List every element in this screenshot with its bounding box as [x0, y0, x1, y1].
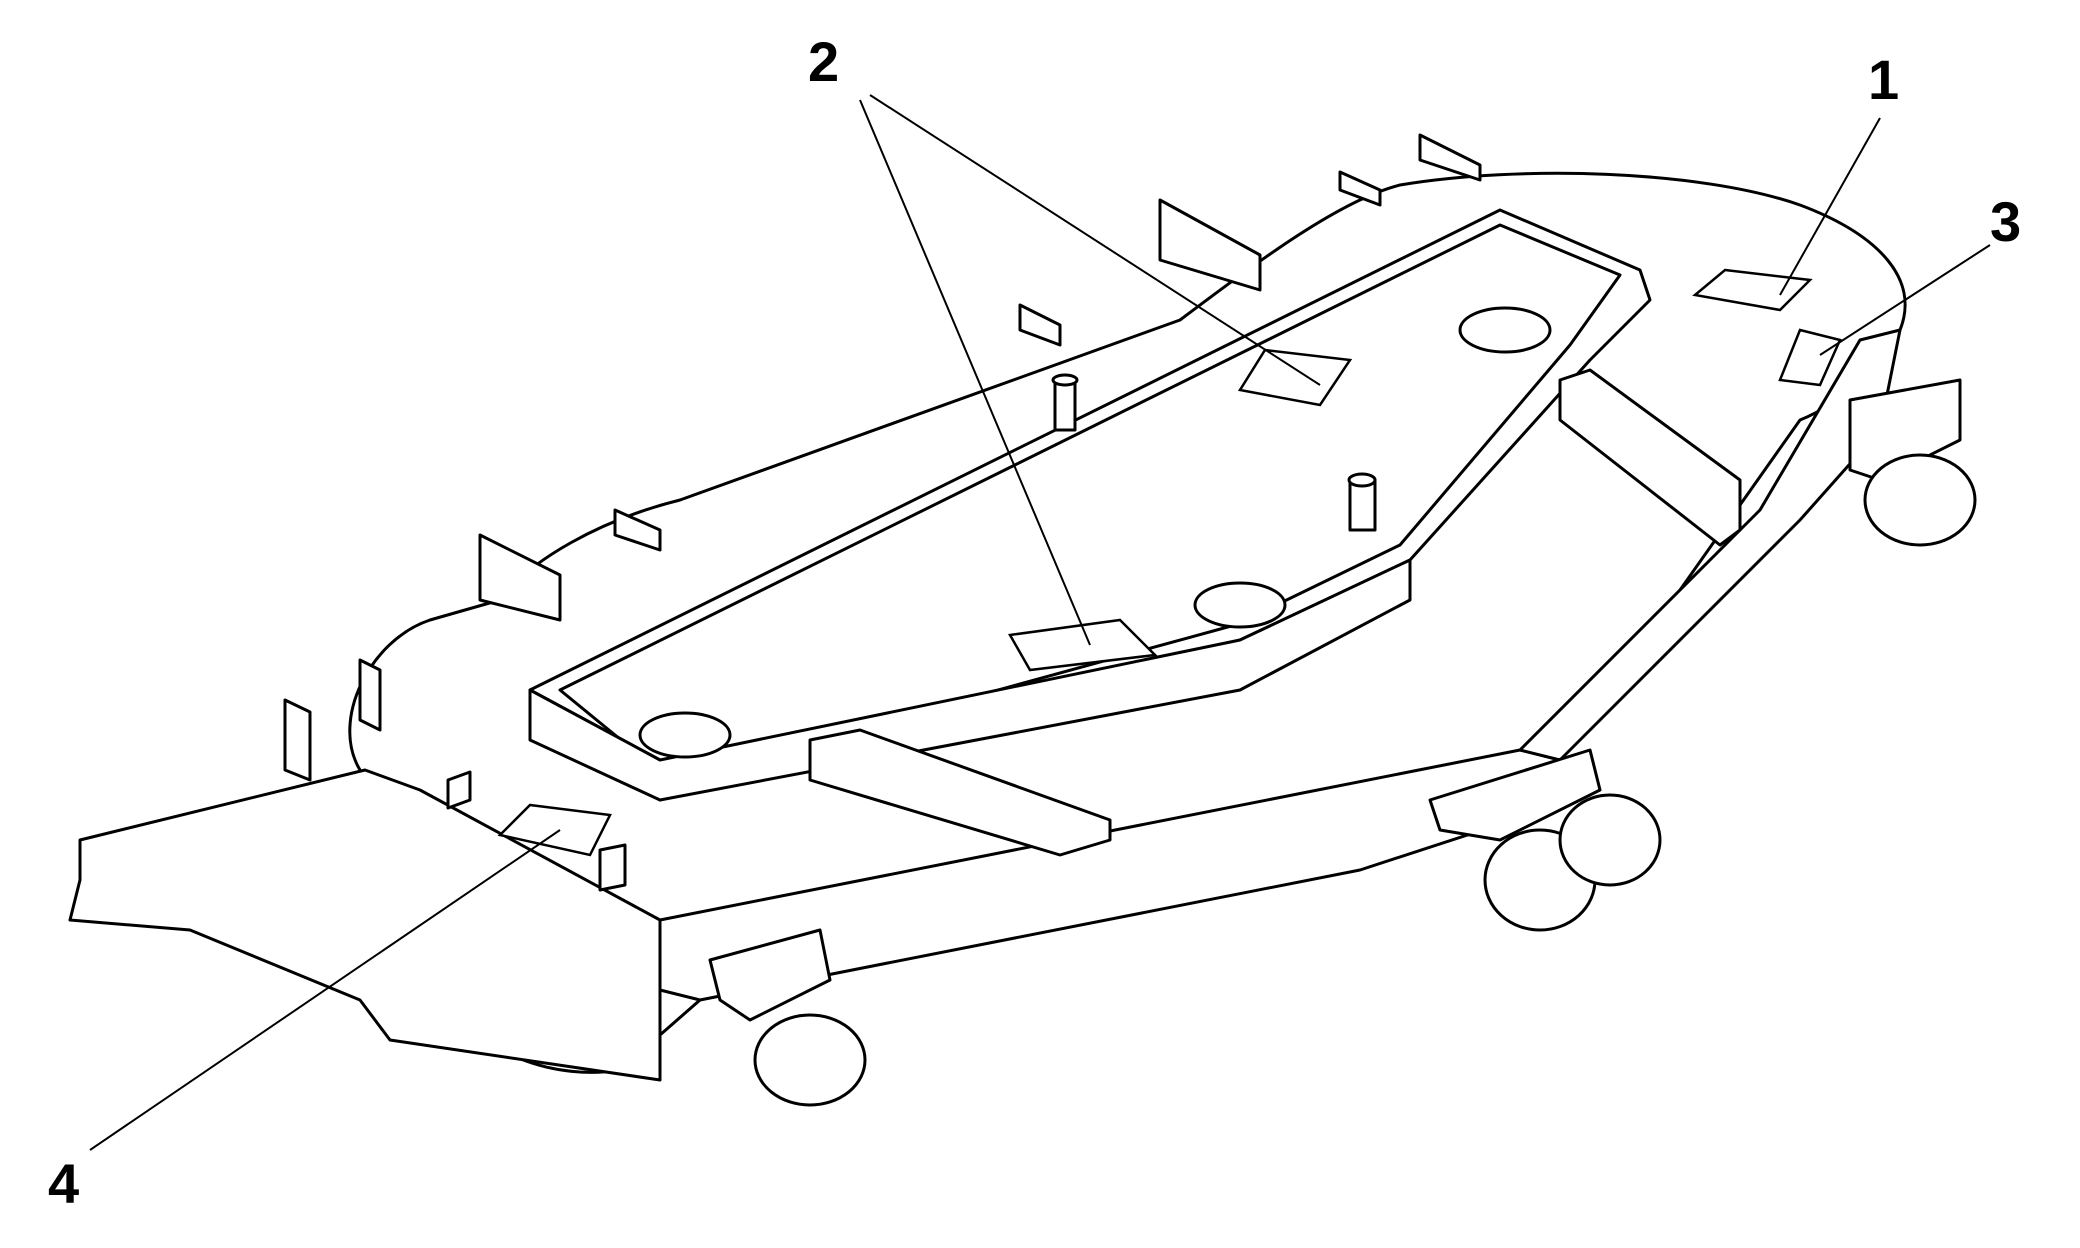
callout-1: 1 — [1868, 48, 1900, 111]
spindle-tray-wall — [528, 558, 1412, 802]
baffle-plate-7 — [358, 658, 382, 732]
spindle-post-right-cap — [1347, 472, 1377, 488]
spindle-post-right — [1348, 478, 1377, 532]
decal-2-upper — [1237, 348, 1353, 407]
spindle-opening-left — [638, 711, 732, 759]
discharge-chute — [68, 768, 662, 1082]
chute-bracket-right — [598, 843, 627, 892]
caster-wheel-front-left — [708, 928, 867, 1107]
decal-1 — [1692, 268, 1813, 312]
caster-wheel-front-right — [1558, 793, 1662, 887]
deck-skirt-right — [1518, 328, 1902, 762]
baffle-plate-5 — [613, 508, 662, 552]
decal-3 — [1778, 328, 1842, 387]
spindle-opening-center — [1193, 581, 1287, 629]
leader-line-1 — [1779, 117, 1881, 296]
callout-4: 4 — [48, 1152, 80, 1215]
chute-bracket-left — [446, 770, 472, 810]
baffle-plate-3 — [1158, 198, 1262, 292]
callout-3: 3 — [1990, 190, 2022, 253]
support-channel-front — [808, 728, 1112, 857]
baffle-plate-2 — [1338, 170, 1382, 207]
baffle-plate-1 — [1418, 133, 1482, 182]
caster-wheel-rear-right — [1848, 378, 1977, 547]
baffle-plate-4 — [1018, 303, 1062, 347]
spindle-post-left — [1053, 378, 1077, 432]
support-channel-right — [1558, 368, 1742, 547]
leader-line-2a — [869, 94, 1321, 386]
baffle-plate-8 — [283, 698, 312, 782]
leader-line-2b — [859, 99, 1091, 646]
decal-2-lower — [1007, 618, 1158, 672]
callout-2: 2 — [808, 30, 840, 93]
decal-4 — [497, 803, 612, 857]
spindle-post-left-cap — [1051, 373, 1079, 387]
leader-line-4 — [89, 829, 561, 1151]
leader-line-3 — [1819, 244, 1991, 356]
baffle-plate-6 — [478, 533, 562, 622]
spindle-opening-right — [1458, 306, 1552, 354]
